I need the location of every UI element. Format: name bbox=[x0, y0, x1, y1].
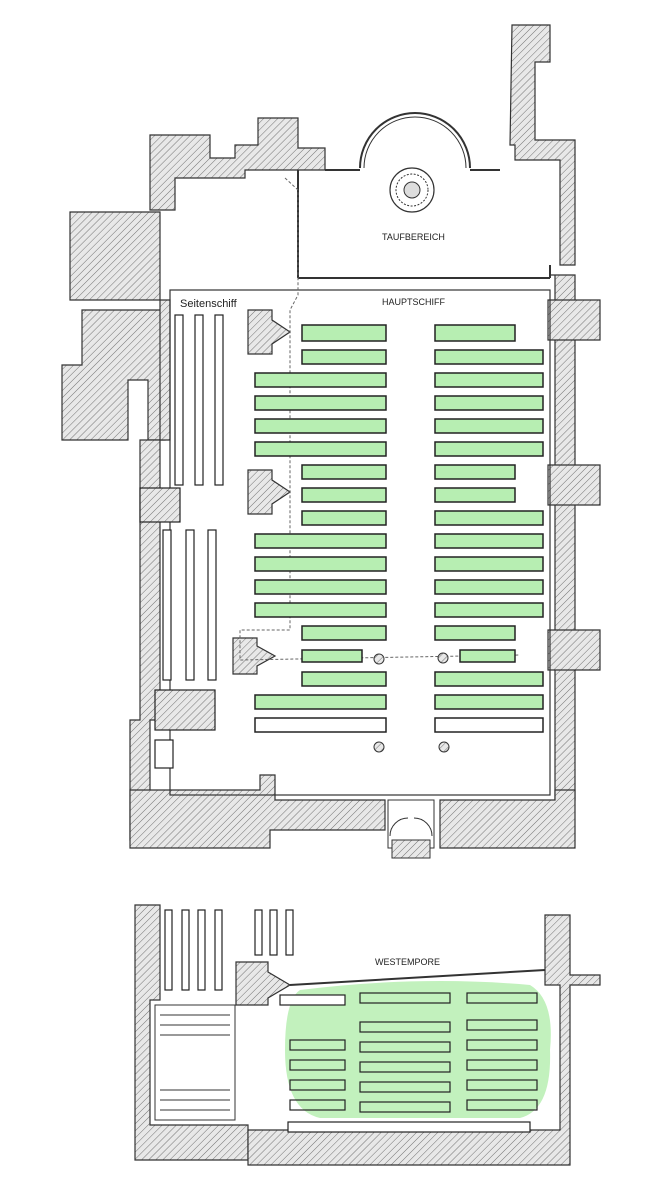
outer-walls bbox=[61, 24, 601, 849]
main-floor-plan: TAUFBEREICH HAUPTSCHIFF Seitenschiff bbox=[61, 24, 601, 859]
gallery-parapet bbox=[289, 969, 546, 986]
gallery-seat-highlight bbox=[285, 981, 551, 1118]
main-entrance bbox=[387, 799, 435, 859]
gallery-pews bbox=[279, 992, 538, 1133]
label-hauptschiff: HAUPTSCHIFF bbox=[382, 297, 446, 307]
pews-left bbox=[254, 324, 387, 733]
label-taufbereich: TAUFBEREICH bbox=[382, 232, 445, 242]
label-westempore: WESTEMPORE bbox=[375, 957, 440, 967]
dashed-route bbox=[239, 177, 521, 661]
label-seitenschiff: Seitenschiff bbox=[180, 298, 238, 310]
westempore-plan: WESTEMPORE bbox=[134, 904, 601, 1166]
round-columns bbox=[373, 652, 450, 753]
gallery-walls bbox=[134, 904, 601, 1166]
seitenschiff-pews bbox=[139, 314, 224, 769]
gallery-stair bbox=[154, 1004, 236, 1121]
gallery-upper-pews bbox=[164, 909, 294, 991]
pews-right bbox=[434, 324, 544, 733]
